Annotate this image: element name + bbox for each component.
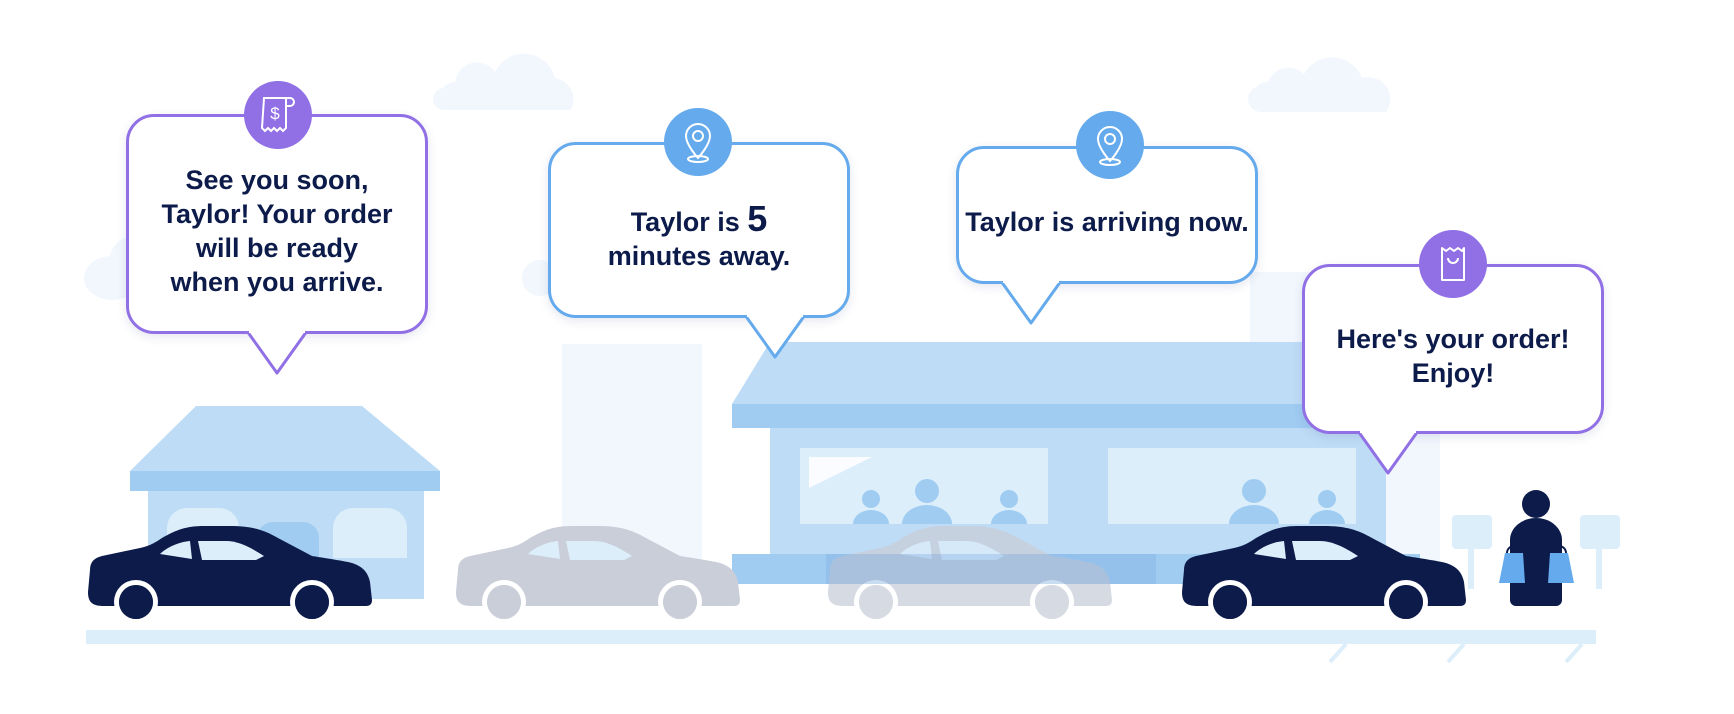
parking-lines	[1328, 642, 1584, 664]
shopping-bag-icon	[1419, 230, 1487, 298]
bubble-message: Taylor is arriving now.	[965, 207, 1249, 237]
customer-person-icon	[1499, 490, 1574, 606]
receipt-dollar-icon: $	[244, 81, 312, 149]
bubble-message: Here's your order! Enjoy!	[1336, 324, 1570, 388]
cloud-icon	[1248, 57, 1391, 112]
location-pin-icon	[664, 108, 732, 176]
car-ghost-icon	[456, 526, 740, 624]
svg-text:$: $	[270, 104, 280, 123]
parking-sign	[1452, 515, 1620, 589]
staff-silhouettes	[853, 479, 1345, 524]
cloud-icon	[433, 53, 574, 110]
eta-minutes: 5	[747, 197, 768, 239]
shopping-bag-icon	[1499, 545, 1574, 583]
speech-bubble-eta: Taylor is 5 minutes away.	[548, 142, 850, 318]
road-curb	[86, 630, 1596, 644]
car-navy-icon	[1182, 526, 1466, 624]
bubble-message: See you soon, Taylor! Your order will be…	[161, 165, 393, 297]
bubble-tail	[743, 315, 807, 359]
bubble-message: Taylor is 5 minutes away.	[607, 197, 791, 271]
car-ghost-icon	[828, 526, 1112, 624]
car-navy-icon	[88, 526, 372, 624]
location-pin-icon	[1076, 111, 1144, 179]
bubble-tail	[999, 281, 1063, 325]
bubble-tail	[1356, 431, 1420, 475]
bubble-tail	[245, 331, 309, 375]
